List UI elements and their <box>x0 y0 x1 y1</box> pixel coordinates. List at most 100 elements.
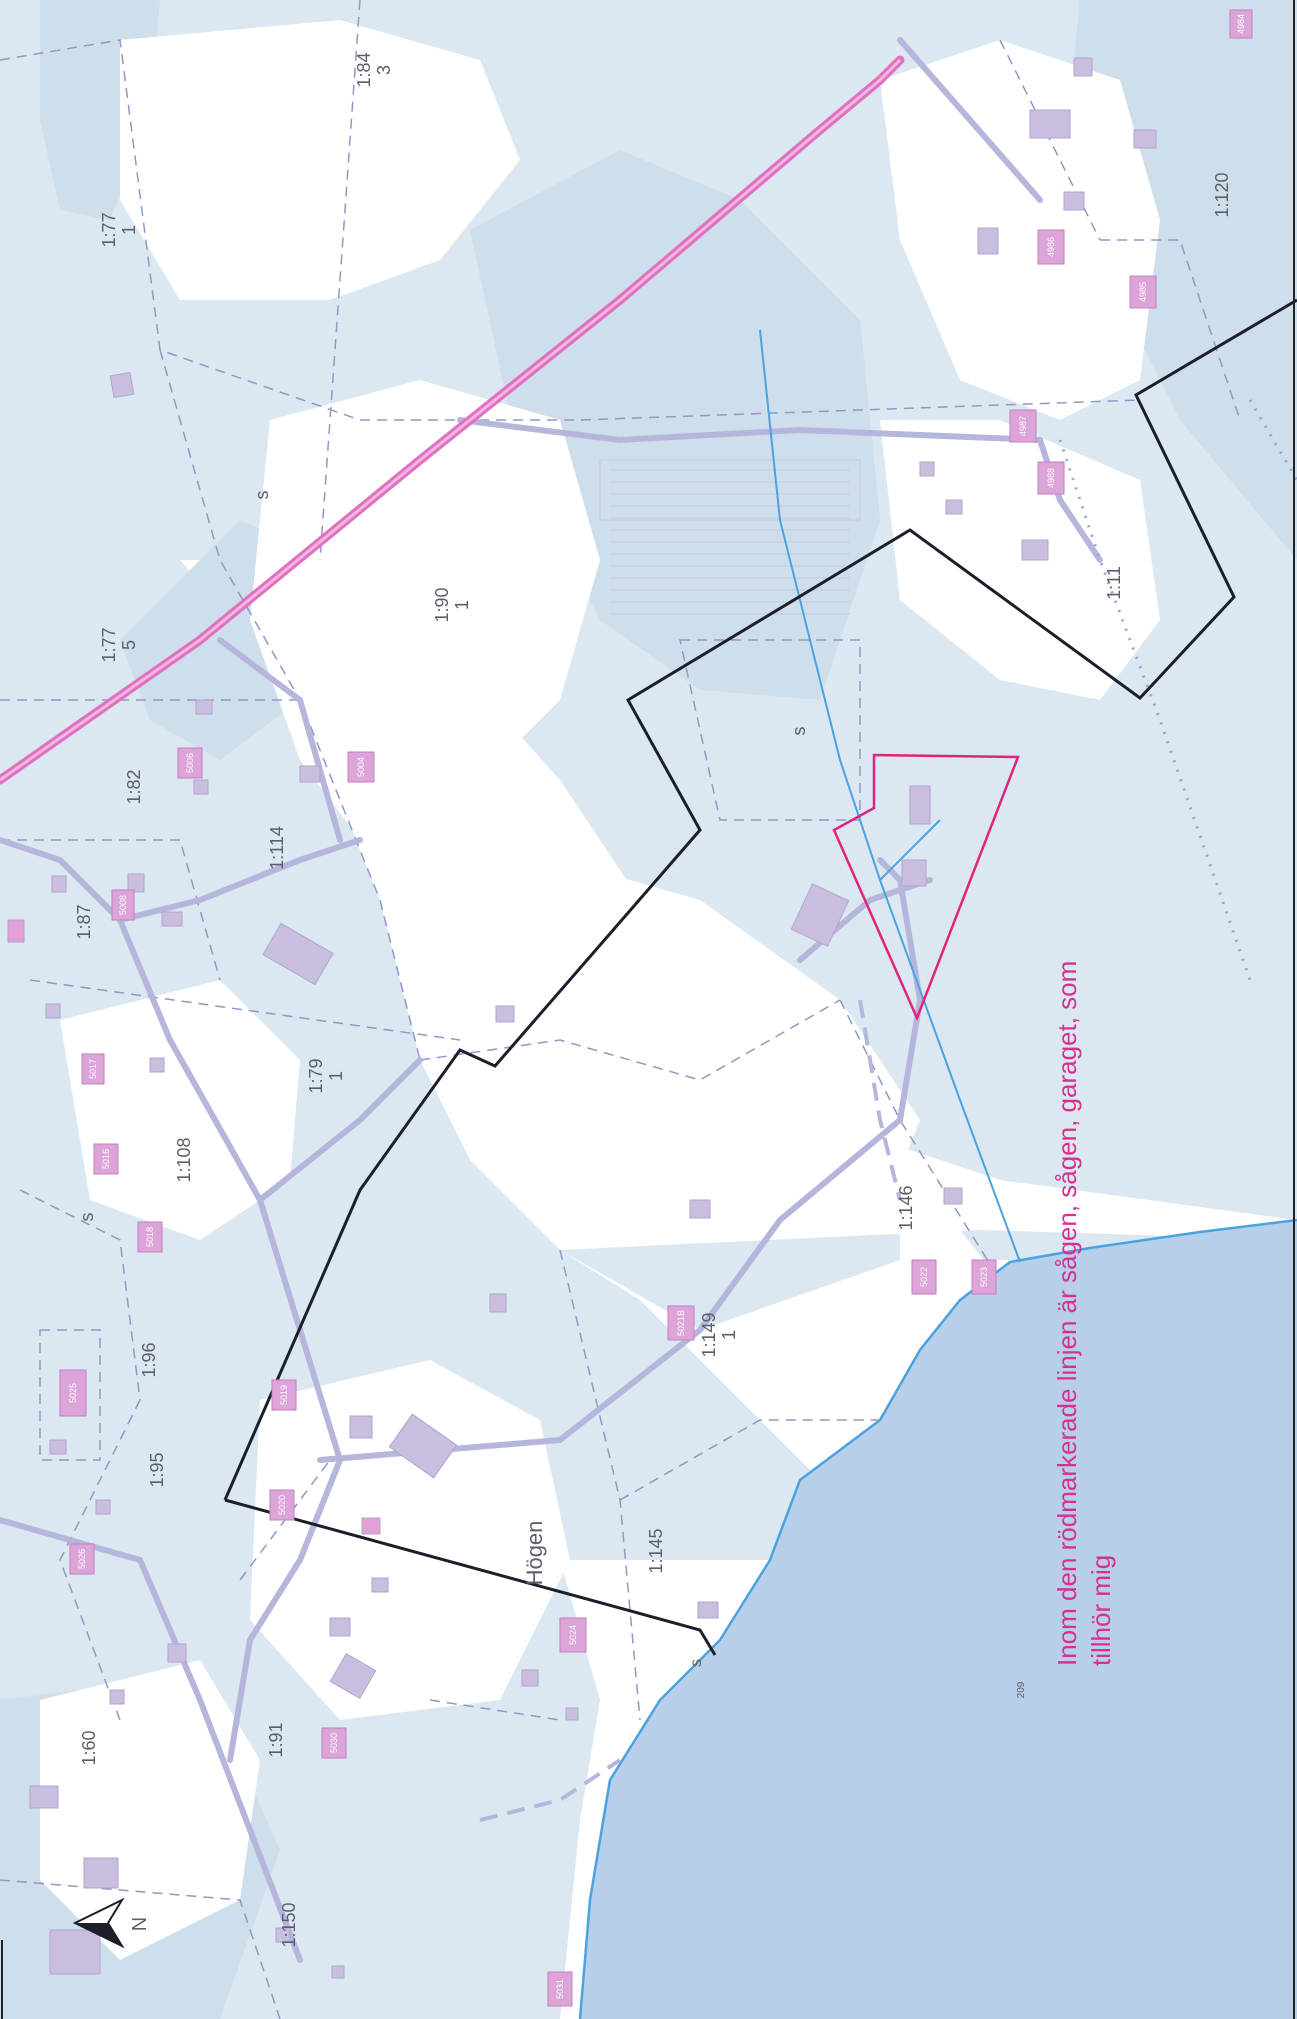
buildings-unlabeled <box>7 57 1157 1979</box>
parcel-label-p-1-145: 1:145 <box>646 1528 666 1573</box>
building-5026: 5026 <box>69 1543 95 1575</box>
ownership-note: Inom den rödmarkerade linjen är sågen, s… <box>1052 961 1116 1666</box>
building-shape <box>59 1369 87 1417</box>
building-shape <box>111 889 135 921</box>
s-mark: s <box>688 1659 705 1667</box>
building-5031: 5031 <box>547 1971 573 2007</box>
parcel-label-p-1-91: 1:91 <box>266 1722 286 1757</box>
s-mark: s <box>252 491 272 500</box>
building-5024: 5024 <box>559 1617 587 1653</box>
s-mark: s <box>77 1213 97 1222</box>
building-5022: 5022 <box>911 1259 937 1295</box>
parcel-number: 1:91 <box>266 1722 286 1757</box>
building-number: 5023 <box>979 1267 989 1287</box>
lake <box>580 1220 1297 2019</box>
ownership-note-line-1: Inom den rödmarkerade linjen är sågen, s… <box>1052 961 1082 1666</box>
driveway-dashed <box>479 999 902 1822</box>
highway-center <box>0 58 902 782</box>
building-shape <box>321 1727 347 1759</box>
building-number: 5017 <box>88 1059 98 1079</box>
parcel-number: 1:149 <box>699 1312 719 1357</box>
building-shape <box>547 1971 573 2007</box>
building-shape <box>1229 9 1253 39</box>
streams <box>759 329 1021 1263</box>
building-4988: 4988 <box>1037 461 1065 495</box>
parcel-number: 1:150 <box>279 1902 299 1947</box>
parcel-sub-number: 1 <box>719 1330 739 1340</box>
property-boundary <box>223 298 1297 1501</box>
building-number: 5025 <box>68 1383 78 1403</box>
building-number: 5020 <box>277 1495 287 1515</box>
parcel-number: 1:77 <box>99 212 119 247</box>
building-shape <box>269 1489 295 1521</box>
building-5008: 5008 <box>111 889 135 921</box>
parcel-label-p-1-146: 1:146 <box>896 1185 916 1230</box>
parcel-sub-number: 5 <box>119 640 139 650</box>
building-5006: 5006 <box>177 747 203 779</box>
parcel-label-p-1-82: 1:82 <box>124 769 144 804</box>
north-label: N <box>129 1917 151 1931</box>
parcel-label-p-1-60: 1:60 <box>79 1730 99 1765</box>
building-shape <box>1037 229 1065 265</box>
parcel-number: 1:96 <box>139 1342 159 1377</box>
building-5025: 5025 <box>59 1369 87 1417</box>
building-number: 5004 <box>356 757 366 777</box>
parcel-label-p-1-120: 1:120 <box>1212 172 1232 217</box>
building-shape <box>271 1379 297 1411</box>
building-5021B: 5021B <box>667 1305 695 1341</box>
parcel-number: 1:108 <box>174 1137 194 1182</box>
building-4984: 4984 <box>1229 9 1253 39</box>
parcel-number: 1:120 <box>1212 172 1232 217</box>
building-5016: 5016 <box>93 1143 119 1175</box>
building-number: 5021B <box>676 1310 686 1336</box>
parcel-number: 1:145 <box>646 1528 666 1573</box>
parcel-label-p-1-108: 1:108 <box>174 1137 194 1182</box>
parcel-sub-number: 3 <box>374 65 394 75</box>
building-number: 5016 <box>101 1149 111 1169</box>
building-5030: 5030 <box>321 1727 347 1759</box>
building-number: 5022 <box>919 1267 929 1287</box>
building-number: 5031 <box>555 1979 565 1999</box>
building-number: 5019 <box>279 1385 289 1405</box>
building-shape <box>971 1259 997 1295</box>
building-number: 4988 <box>1046 468 1056 488</box>
parcel-sub-number: 1 <box>326 1071 346 1081</box>
building-number: 5008 <box>118 895 128 915</box>
property-boundary-west <box>224 1498 717 1656</box>
parcel-label-p-1-11: 1:11 <box>1104 566 1124 600</box>
water-number: 209 <box>1016 1681 1027 1698</box>
parcel-number: 1:79 <box>306 1058 326 1093</box>
building-number: 4986 <box>1046 237 1056 257</box>
building-number: 5006 <box>185 753 195 773</box>
parcel-number: 1:146 <box>896 1185 916 1230</box>
building-5019: 5019 <box>271 1379 297 1411</box>
building-shape <box>347 751 375 783</box>
building-number: 4985 <box>1138 282 1148 302</box>
building-number: 5030 <box>329 1733 339 1753</box>
shoreline <box>578 1218 1297 2019</box>
north-arrow: N <box>72 1897 151 1949</box>
place-name: Högen <box>522 1521 547 1586</box>
parcel-sub-number: 1 <box>452 600 472 610</box>
numbered-buildings: 4984 4986 4985 4987 4988 5006 5004 5008 5017 5016… <box>59 9 1253 2007</box>
trail-dotted <box>1058 399 1297 981</box>
parcel-number: 1:11 <box>1104 566 1124 600</box>
parcel-number: 1:77 <box>99 627 119 662</box>
ownership-note-line-2: tillhör mig <box>1086 1555 1116 1666</box>
building-shape <box>559 1617 587 1653</box>
building-number: 5026 <box>77 1549 87 1569</box>
building-shape <box>93 1143 119 1175</box>
building-number: 4984 <box>1236 14 1246 34</box>
parcel-number: 1:95 <box>147 1452 167 1487</box>
parcel-label-p-1-96: 1:96 <box>139 1342 159 1377</box>
building-number: 5024 <box>568 1625 578 1645</box>
building-4987: 4987 <box>1009 409 1037 443</box>
parcel-number: 1:60 <box>79 1730 99 1765</box>
building-shape <box>1129 275 1157 309</box>
parcel-number: 1:114 <box>267 826 287 870</box>
